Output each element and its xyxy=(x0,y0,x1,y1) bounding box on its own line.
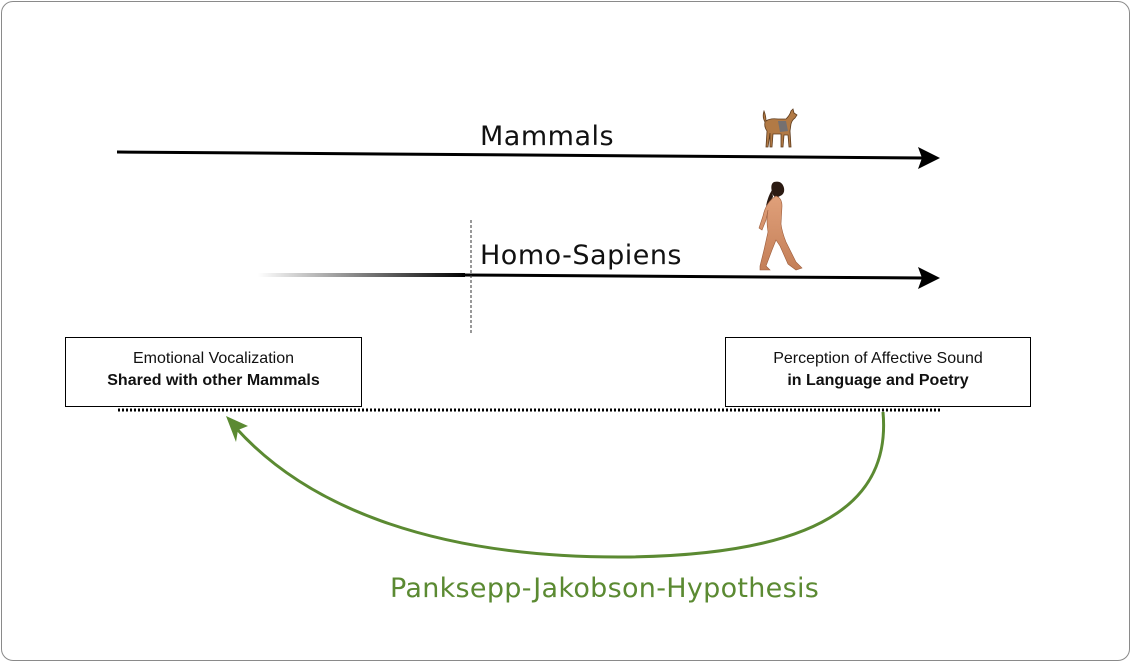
emotional-vocalization-title: Emotional Vocalization xyxy=(66,348,361,370)
hypothesis-arrow xyxy=(226,412,884,557)
hypothesis-label: Panksepp-Jakobson-Hypothesis xyxy=(390,573,819,604)
affective-sound-perception-box: Perception of Affective Sound in Languag… xyxy=(725,337,1031,407)
dog-icon xyxy=(763,109,797,147)
homo-sapiens-label: Homo-Sapiens xyxy=(480,240,682,271)
walking-human-icon xyxy=(759,182,802,270)
language-poetry-text: in Language and Poetry xyxy=(726,370,1030,392)
shared-with-mammals-text: Shared with other Mammals xyxy=(66,370,361,392)
mammals-label: Mammals xyxy=(480,121,614,152)
emotional-vocalization-box: Emotional Vocalization Shared with other… xyxy=(65,337,362,407)
affective-sound-title: Perception of Affective Sound xyxy=(726,348,1030,370)
